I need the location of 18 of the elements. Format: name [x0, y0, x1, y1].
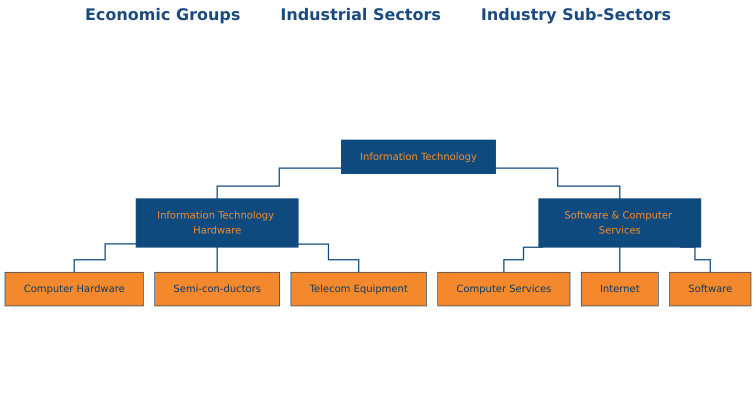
node-box: Software	[669, 272, 752, 306]
node-box: Computer Services	[437, 272, 570, 306]
node-box: Information Technology	[341, 140, 496, 174]
node-box: Software & Computer Services	[538, 198, 702, 248]
level-heading: Industrial Sectors	[280, 4, 441, 24]
connector	[216, 167, 342, 200]
node-box: Telecom Equipment	[290, 272, 427, 306]
node-box: Information Technology Hardware	[136, 198, 299, 248]
node-box: Semi-con-ductors	[154, 272, 280, 306]
level-heading: Industry Sub-Sectors	[480, 4, 672, 24]
connector	[619, 246, 620, 273]
connector	[298, 243, 360, 273]
node-box: Computer Hardware	[4, 272, 144, 306]
connector	[496, 167, 620, 200]
connector	[74, 243, 136, 273]
level-heading: Economic Groups	[84, 4, 240, 24]
node-box: Internet	[580, 272, 659, 306]
connector	[216, 246, 218, 273]
